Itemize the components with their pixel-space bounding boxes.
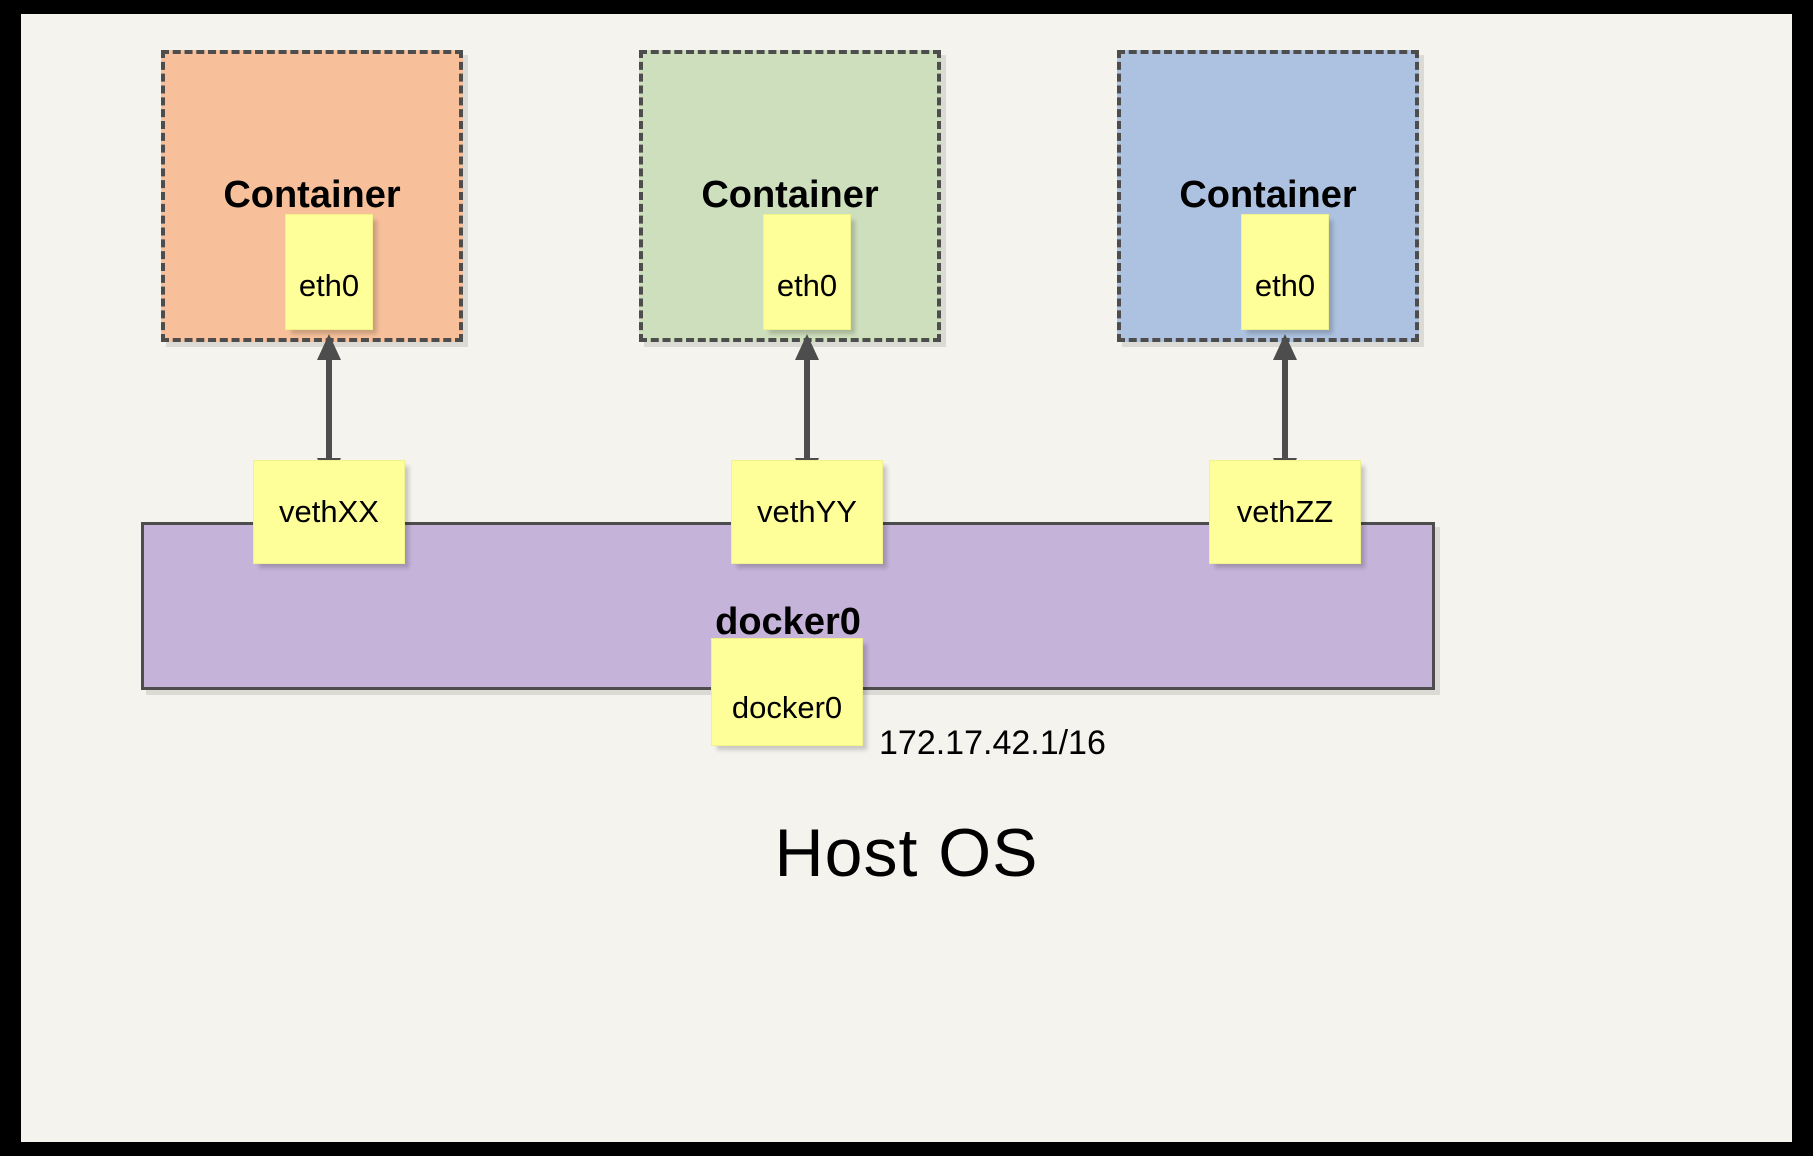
container-2-eth0-label: eth0 — [776, 268, 838, 303]
veth-box-1: vethXX — [253, 460, 405, 564]
host-os-label: Host OS — [774, 815, 1039, 891]
container-3-eth0-box: eth0 — [1241, 214, 1329, 330]
docker0-interface-label: docker0 — [731, 690, 843, 725]
docker0-ip-address: 172.17.42.1/16 — [879, 724, 1106, 762]
veth-label-2: vethYY — [757, 494, 857, 529]
container-title: Container — [701, 174, 879, 216]
container-title: Container — [1179, 174, 1357, 216]
veth-box-2: vethYY — [731, 460, 883, 564]
container-1-eth0-box: eth0 — [285, 214, 373, 330]
container-3-eth0-label: eth0 — [1254, 268, 1316, 303]
container-2-eth0-box: eth0 — [763, 214, 851, 330]
veth-label-3: vethZZ — [1236, 494, 1334, 529]
docker0-interface-box: docker0 — [711, 638, 863, 746]
container-1-eth0-label: eth0 — [298, 268, 360, 303]
diagram-canvas: Container eth0 Container eth0 Container … — [21, 14, 1792, 1142]
docker0-bridge-label: docker0 — [715, 601, 861, 643]
container-title: Container — [223, 174, 401, 216]
veth-box-3: vethZZ — [1209, 460, 1361, 564]
veth-label-1: vethXX — [279, 494, 379, 529]
